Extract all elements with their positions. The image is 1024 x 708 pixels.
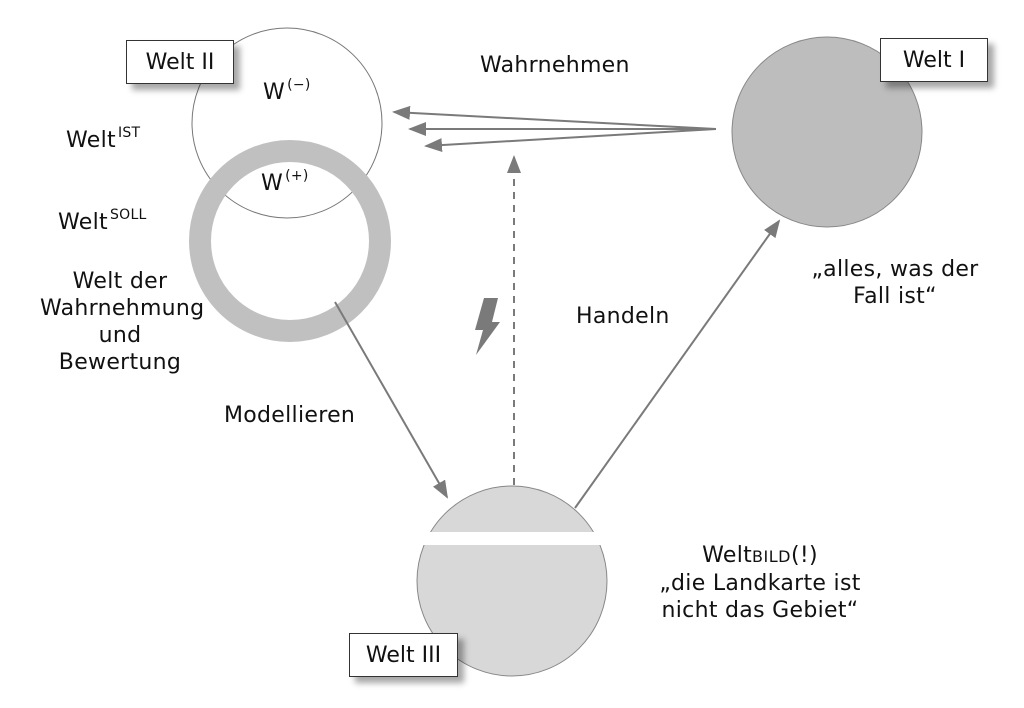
welt-2-label: Welt II <box>145 49 215 75</box>
welt-3-label: Welt III <box>365 642 442 668</box>
welt-1-circle <box>731 36 923 228</box>
welt-3-caption: WeltBILD(!) „die Landkarte ist nicht das… <box>659 543 861 623</box>
perceive-arrow-3 <box>424 128 717 153</box>
perceive-arrow-1 <box>392 105 717 130</box>
welt-3-label-box: Welt III <box>349 633 458 677</box>
perceive-label: Wahrnehmen <box>480 53 630 78</box>
welt-3-divider-band <box>420 532 605 545</box>
welt-2-caption: Welt der Wahrnehmung und Bewertung <box>40 269 205 375</box>
w-plus-label: W(+) <box>261 168 309 196</box>
welt-2-label-box: Welt II <box>126 40 234 84</box>
lightning-bolt-icon <box>475 298 500 355</box>
welt-1-label: Welt I <box>902 47 966 73</box>
w-minus-label: W(−) <box>263 77 311 105</box>
act-arrow <box>574 219 781 509</box>
model-arrow <box>334 301 448 499</box>
welt-1-caption: „alles, was der Fall ist“ <box>811 257 979 309</box>
welt-2-ist-circle <box>191 27 383 219</box>
model-label: Modellieren <box>224 403 356 428</box>
welt-2-soll-ring <box>189 140 391 342</box>
act-label: Handeln <box>576 304 670 329</box>
welt-1-label-box: Welt I <box>880 38 988 82</box>
